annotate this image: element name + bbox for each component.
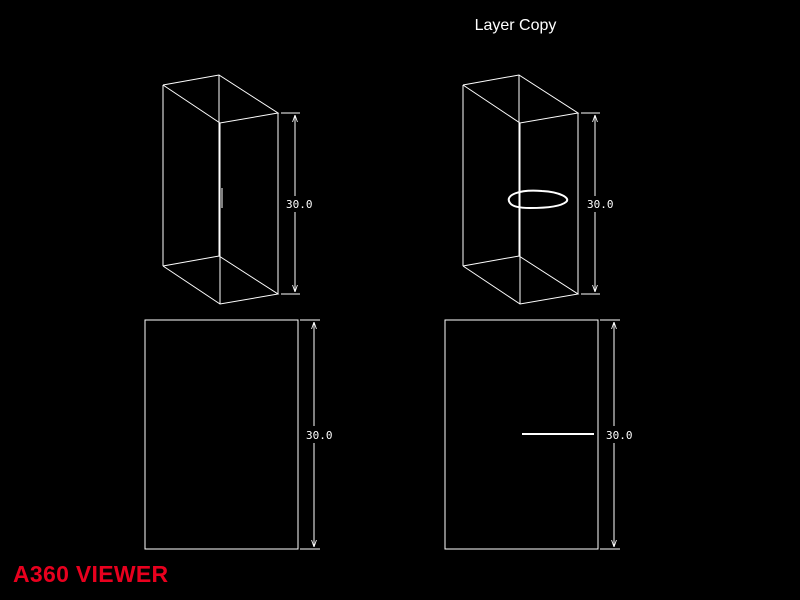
dim-label-front-right: 30.0 [606,429,633,442]
iso-box-right [462,74,580,305]
front-rect-left [144,319,299,550]
front-rect-right [444,319,599,550]
dimension-front-left: 30.0 [300,319,333,550]
iso-box-left [162,74,280,305]
dim-label-iso-left: 30.0 [286,198,313,211]
iso-right-bottom-face [462,255,580,305]
dimension-iso-left: 30.0 [281,112,313,295]
iso-right-layer-copy-curve [507,189,569,210]
dimension-iso-right: 30.0 [581,112,614,295]
iso-left-top-face [162,74,280,124]
dim-label-front-left: 30.0 [306,429,333,442]
a360-viewer-watermark: A360 VIEWER [13,561,169,587]
iso-right-top-face [462,74,580,124]
iso-left-bottom-face [162,255,280,305]
dim-label-iso-right: 30.0 [587,198,614,211]
drawing-title: Layer Copy [474,17,557,34]
dimension-front-right: 30.0 [600,319,633,550]
